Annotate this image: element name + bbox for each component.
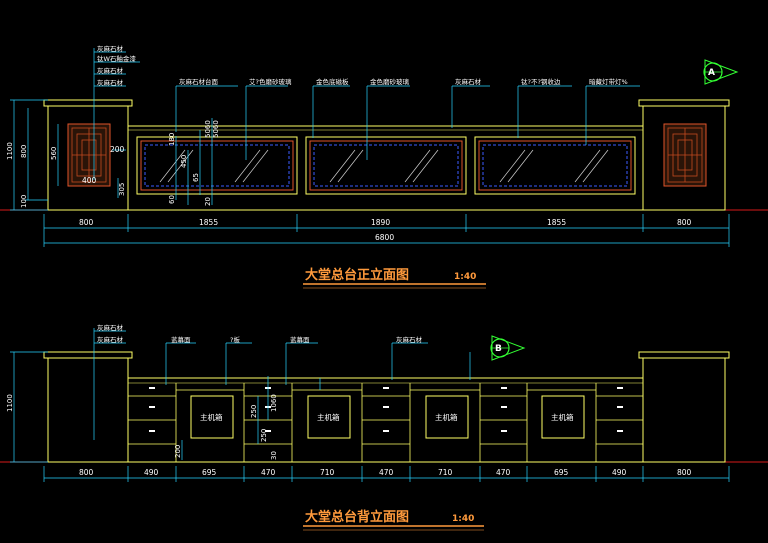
front-glass-panels <box>136 136 636 195</box>
back-hdim-5: 710 <box>320 468 335 477</box>
front-annotation-9: 灰麻石材 <box>455 77 482 86</box>
front-annotation-4: 灰麻石材 <box>97 78 124 87</box>
back-hdim-9: 695 <box>554 468 569 477</box>
front-vdim-8: 60 <box>168 195 176 204</box>
front-total-dim: 6800 <box>375 233 394 242</box>
front-hdim-1: 800 <box>79 218 94 227</box>
front-vdim-14: 20 <box>204 197 212 206</box>
front-annotation-10: 钛?不?钢收边 <box>521 77 561 86</box>
section-marker-b-label: B <box>495 344 502 354</box>
front-elevation: A 灰麻石材 钛W石釉金漆 灰麻石材 灰麻石材 灰麻石材台面 艾?色磨砂玻璃 金… <box>0 44 768 289</box>
back-vdim-4: 250 <box>260 429 268 442</box>
host-box-1-label: 主机箱 <box>200 412 223 422</box>
back-hdim-10: 490 <box>612 468 627 477</box>
front-vdim-4: 100 <box>20 195 28 208</box>
back-vdim-5: 200 <box>174 445 182 458</box>
front-annotation-1: 灰麻石材 <box>97 44 124 53</box>
section-marker-a: A <box>703 59 739 85</box>
section-marker-b: B <box>490 335 526 361</box>
front-hdim-3: 1890 <box>371 218 390 227</box>
front-vdim-7: 180 <box>168 133 176 146</box>
front-vdim-3: 560 <box>50 147 58 160</box>
back-title: 大堂总台背立面图 <box>305 509 409 525</box>
front-hdim-4: 1855 <box>547 218 566 227</box>
host-box-3-label: 主机箱 <box>435 412 458 422</box>
front-vertical-dim-lines <box>10 99 213 211</box>
front-annotation-2: 钛W石釉金漆 <box>97 54 136 63</box>
back-annotation-5: 蓝幕面 <box>290 335 310 344</box>
back-vdim-6: 30 <box>270 451 278 460</box>
back-annotation-6: 灰麻石材 <box>396 335 423 344</box>
front-annotation-8: 金色磨砂玻璃 <box>370 77 410 86</box>
back-vertical-dim-lines <box>10 351 321 463</box>
back-hdim-11: 800 <box>677 468 692 477</box>
front-vdim-1: 1100 <box>6 142 14 160</box>
front-counter-body <box>127 125 644 211</box>
back-horizontal-dim-lines <box>43 466 730 482</box>
front-horizontal-dim-lines <box>43 214 730 247</box>
back-vdim-2: 1060 <box>270 394 278 412</box>
back-annotation-1: 灰麻石材 <box>97 323 124 332</box>
host-box-2-label: 主机箱 <box>317 412 340 422</box>
front-vdim-12: 65 <box>192 173 200 182</box>
back-hdim-3: 695 <box>202 468 217 477</box>
front-title: 大堂总台正立面图 <box>305 267 409 283</box>
back-vdim-1: 1100 <box>6 394 14 412</box>
host-box-1 <box>190 395 234 439</box>
section-marker-a-label: A <box>708 68 715 78</box>
back-annotation-3: 蓝幕面 <box>171 335 191 344</box>
host-box-2 <box>307 395 351 439</box>
host-box-4-label: 主机箱 <box>551 412 574 422</box>
front-annotation-11: 暗藏灯带灯% <box>589 77 628 86</box>
back-leader-lines <box>93 328 471 440</box>
front-hdim-5: 800 <box>677 218 692 227</box>
front-vdim-2: 800 <box>20 145 28 158</box>
back-annotation-4: ?板 <box>230 335 240 344</box>
back-hdim-1: 800 <box>79 468 94 477</box>
front-annotation-7: 金色底磁板 <box>316 77 349 86</box>
back-hdim-6: 470 <box>379 468 394 477</box>
front-annotation-5: 灰麻石材台面 <box>179 77 219 86</box>
back-elevation: 主机箱 主机箱 主机箱 主机箱 B 灰麻石材 灰麻石材 蓝幕面 ?板 蓝幕面 灰… <box>0 323 768 531</box>
front-leader-lines <box>93 48 640 180</box>
back-scale: 1:40 <box>452 514 474 524</box>
front-vdim-9: 400 <box>82 176 97 185</box>
front-scale: 1:40 <box>454 272 476 282</box>
front-annotation-3: 灰麻石材 <box>97 66 124 75</box>
host-box-4 <box>541 395 585 439</box>
left-lattice-pattern <box>71 127 107 183</box>
right-lattice-pattern <box>667 127 703 183</box>
back-hdim-4: 470 <box>261 468 276 477</box>
back-hdim-7: 710 <box>438 468 453 477</box>
host-box-3 <box>425 395 469 439</box>
front-annotation-6: 艾?色磨砂玻璃 <box>249 77 292 86</box>
back-annotation-2: 灰麻石材 <box>97 335 124 344</box>
front-vdim-10: 5060 <box>204 120 212 138</box>
front-vdim-11: 5060 <box>212 120 220 138</box>
back-hdim-2: 490 <box>144 468 159 477</box>
back-vdim-3: 250 <box>250 405 258 418</box>
back-hdim-8: 470 <box>496 468 511 477</box>
front-vdim-6: 450 <box>180 155 188 168</box>
front-hdim-2: 1855 <box>199 218 218 227</box>
front-vdim-5: 200 <box>110 145 125 154</box>
front-vdim-13: 305 <box>118 183 126 196</box>
